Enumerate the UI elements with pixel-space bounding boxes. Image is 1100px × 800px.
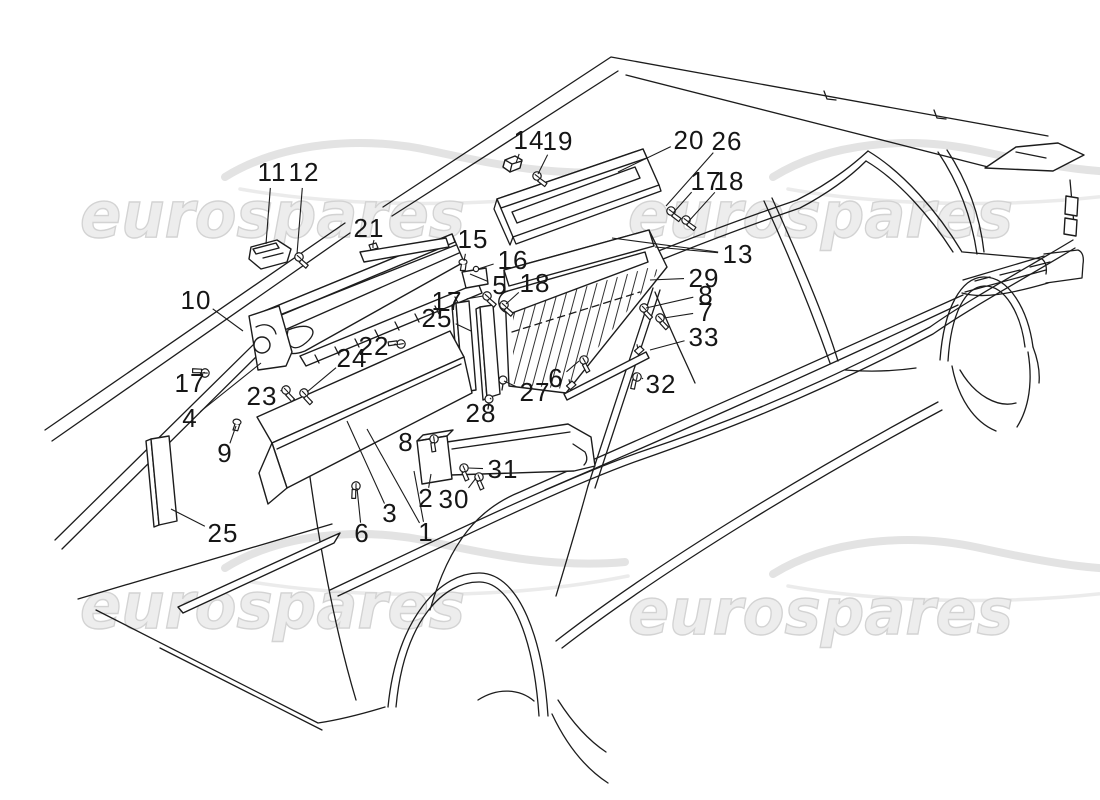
top-moulding — [493, 148, 662, 246]
callout-18: 18 — [713, 166, 745, 196]
callout-23: 23 — [246, 381, 278, 411]
callout-29: 29 — [688, 263, 720, 293]
callout-31: 31 — [487, 454, 519, 484]
watermark-text: eurospares — [80, 179, 465, 253]
watermark-swoosh-icon — [786, 187, 1100, 206]
callout-30: 30 — [438, 484, 470, 514]
callout-15: 15 — [457, 224, 489, 254]
callout-11: 11 — [257, 157, 287, 187]
callout-12: 12 — [288, 157, 320, 187]
callout-1: 1 — [418, 517, 434, 547]
callout-17: 17 — [690, 166, 722, 196]
callout-20: 20 — [673, 125, 705, 155]
watermark: eurospares — [79, 139, 630, 254]
callout-14: 14 — [513, 125, 545, 155]
watermark-swoosh-icon — [221, 139, 629, 181]
callout-4: 4 — [182, 403, 198, 433]
roof-moulding-strip — [382, 56, 1085, 217]
exploded-parts — [145, 148, 668, 528]
watermark: eurospares — [627, 139, 1100, 254]
callout-24: 24 — [336, 343, 368, 373]
moulding-end-cap — [248, 305, 293, 371]
lower-moulding — [416, 423, 596, 485]
callout-3: 3 — [382, 498, 398, 528]
callout-33: 33 — [688, 322, 720, 352]
sill-strip — [177, 532, 341, 614]
callout-16: 16 — [497, 245, 529, 275]
callout-19: 19 — [542, 126, 574, 156]
lower-strip — [563, 341, 650, 401]
callout-27: 27 — [519, 377, 551, 407]
fasteners — [190, 170, 699, 501]
watermark-text: eurospares — [80, 570, 465, 644]
callout-26: 26 — [711, 126, 743, 156]
callout-17: 17 — [431, 286, 463, 316]
watermark-text: eurospares — [628, 179, 1013, 253]
car-body-line-art — [44, 56, 1085, 784]
watermark-swoosh-icon — [769, 139, 1100, 181]
callout-9: 9 — [217, 438, 233, 468]
corner-bracket — [248, 239, 292, 270]
callout-22: 22 — [358, 331, 390, 361]
watermark-swoosh-icon — [786, 584, 1100, 603]
callout-17: 17 — [174, 368, 206, 398]
callout-5: 5 — [492, 270, 508, 300]
callout-21: 21 — [353, 213, 385, 243]
watermark-layer: eurospares eurospares eurospares eurospares — [79, 139, 1100, 651]
callout-32: 32 — [645, 369, 677, 399]
callout-28: 28 — [465, 398, 497, 428]
callout-18: 18 — [519, 268, 551, 298]
sill-rail — [299, 267, 489, 367]
watermark: eurospares — [627, 536, 1100, 651]
callout-6: 6 — [354, 518, 370, 548]
watermark-swoosh-icon — [769, 536, 1100, 578]
watermark: eurospares — [79, 530, 630, 645]
callout-2: 2 — [418, 483, 434, 513]
tail-lamp — [1064, 195, 1079, 217]
rear-spoiler — [984, 142, 1085, 172]
callout-25: 25 — [421, 303, 453, 333]
callout-8: 8 — [698, 280, 714, 310]
leader-lines — [170, 146, 719, 527]
main-door-moulding — [256, 330, 473, 505]
callout-8: 8 — [398, 427, 414, 457]
front-pillar-strip — [145, 435, 178, 528]
callout-10: 10 — [180, 285, 212, 315]
watermark-text: eurospares — [628, 576, 1013, 650]
watermark-swoosh-icon — [238, 574, 630, 597]
callout-6: 6 — [548, 363, 564, 393]
callout-7: 7 — [698, 297, 714, 327]
callout-25: 25 — [207, 518, 239, 548]
callout-13: 13 — [722, 239, 754, 269]
tail-lamp — [1063, 217, 1078, 237]
